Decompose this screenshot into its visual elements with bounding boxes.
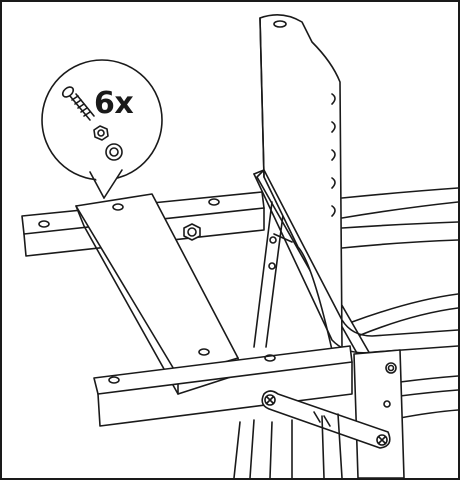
front-board — [93, 345, 353, 427]
hex-nut-icon — [93, 125, 109, 141]
washer-icon — [105, 143, 123, 161]
seat-slats — [341, 187, 458, 419]
cross-board — [75, 193, 241, 395]
front-post — [353, 349, 405, 478]
quantity-label: 6x — [94, 86, 134, 121]
back-slat — [259, 14, 343, 351]
legs — [233, 413, 343, 478]
carriage-bolt-icon — [61, 86, 95, 121]
hex-bolt-head-icon — [183, 223, 201, 241]
link-bar — [261, 390, 391, 449]
